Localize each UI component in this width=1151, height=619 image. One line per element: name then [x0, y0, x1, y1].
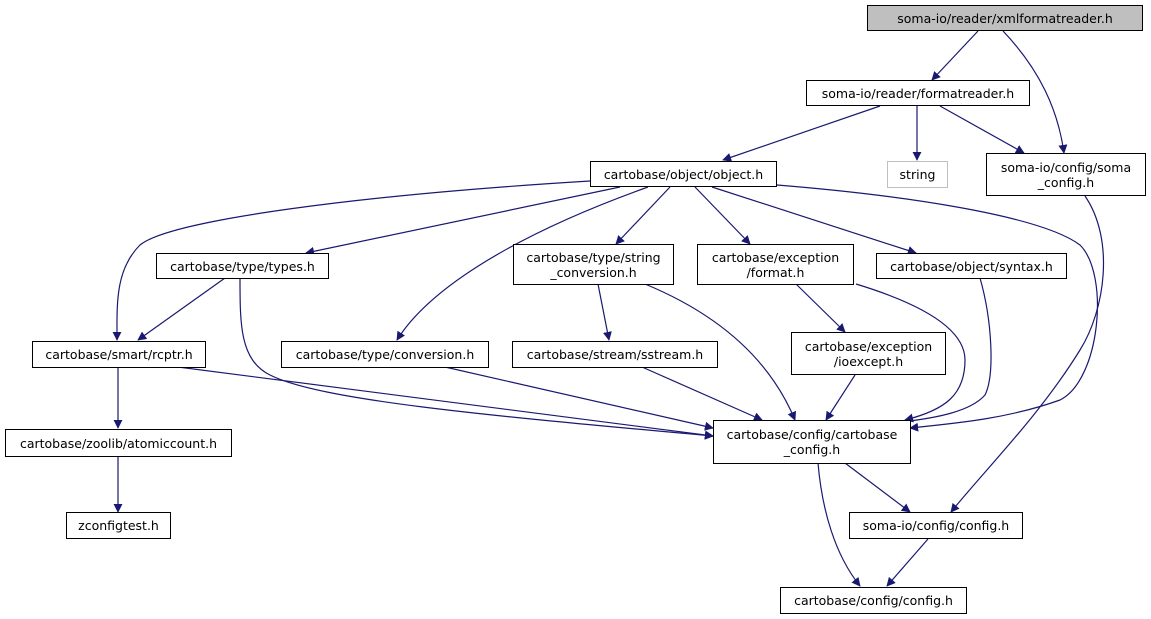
- edge-formatreader-soma-config: [939, 105, 1025, 154]
- edge-exception-format-ioexcept: [795, 283, 846, 333]
- edge-object-rcptr: [112, 180, 591, 341]
- node-somaio-config-h[interactable]: soma-io/config/config.h: [849, 512, 1023, 539]
- edge-cartobase-config-somaio-config: [844, 462, 911, 513]
- node-types-h[interactable]: cartobase/type/types.h: [156, 253, 329, 279]
- node-sstream-h[interactable]: cartobase/stream/sstream.h: [512, 341, 718, 368]
- edge-xmlformatreader-soma-config: [1002, 30, 1068, 154]
- edge-object-string-conversion: [615, 186, 671, 245]
- edge-syntax-cartobase-config: [901, 277, 992, 426]
- node-string-conversion-h[interactable]: cartobase/type/string _conversion.h: [513, 244, 674, 285]
- node-soma-config-h[interactable]: soma-io/config/soma _config.h: [986, 153, 1146, 196]
- edge-string-conversion-sstream: [597, 283, 612, 341]
- edge-conversion-cartobase-config: [444, 366, 714, 431]
- edge-object-cartobase-config: [776, 184, 1098, 432]
- edge-string-conversion-cartobase-config: [644, 283, 797, 421]
- node-formatreader-h[interactable]: soma-io/reader/formatreader.h: [806, 80, 1030, 106]
- edge-object-types: [305, 186, 621, 256]
- edge-ioexcept-cartobase-config: [825, 374, 856, 421]
- edge-rcptr-cartobase-config: [177, 366, 714, 440]
- edge-soma-config-somaio-config: [950, 195, 1105, 513]
- node-object-h[interactable]: cartobase/object/object.h: [590, 161, 777, 187]
- node-syntax-h[interactable]: cartobase/object/syntax.h: [876, 253, 1067, 279]
- node-ioexcept-h[interactable]: cartobase/exception /ioexcept.h: [791, 332, 946, 375]
- node-string: string: [887, 161, 948, 188]
- edge-cartobase-config-cartobase-config-config: [817, 462, 861, 587]
- edge-types-cartobase-config: [239, 277, 714, 440]
- node-rcptr-h[interactable]: cartobase/smart/rcptr.h: [32, 341, 206, 368]
- node-cartobase-config-h[interactable]: cartobase/config/cartobase _config.h: [713, 420, 911, 464]
- edge-formatreader-object: [722, 105, 881, 162]
- node-conversion-h[interactable]: cartobase/type/conversion.h: [281, 341, 489, 368]
- edge-sstream-cartobase-config: [641, 366, 763, 421]
- node-cartobase-config-config-h[interactable]: cartobase/config/config.h: [780, 587, 967, 614]
- edge-xmlformatreader-formatreader: [931, 30, 979, 81]
- edge-somaio-config-cartobase-config-config: [886, 538, 929, 587]
- edge-types-rcptr: [137, 277, 226, 341]
- edge-object-conversion: [396, 186, 649, 341]
- edge-exception-format-cartobase-config: [855, 283, 966, 423]
- node-zconfigtest-h[interactable]: zconfigtest.h: [66, 512, 171, 539]
- node-xmlformatreader-h: soma-io/reader/xmlformatreader.h: [867, 5, 1143, 31]
- node-exception-format-h[interactable]: cartobase/exception /format.h: [697, 244, 854, 285]
- node-atomiccount-h[interactable]: cartobase/zoolib/atomiccount.h: [5, 429, 232, 457]
- edge-object-syntax: [711, 186, 917, 255]
- edge-object-exception-format: [694, 186, 751, 245]
